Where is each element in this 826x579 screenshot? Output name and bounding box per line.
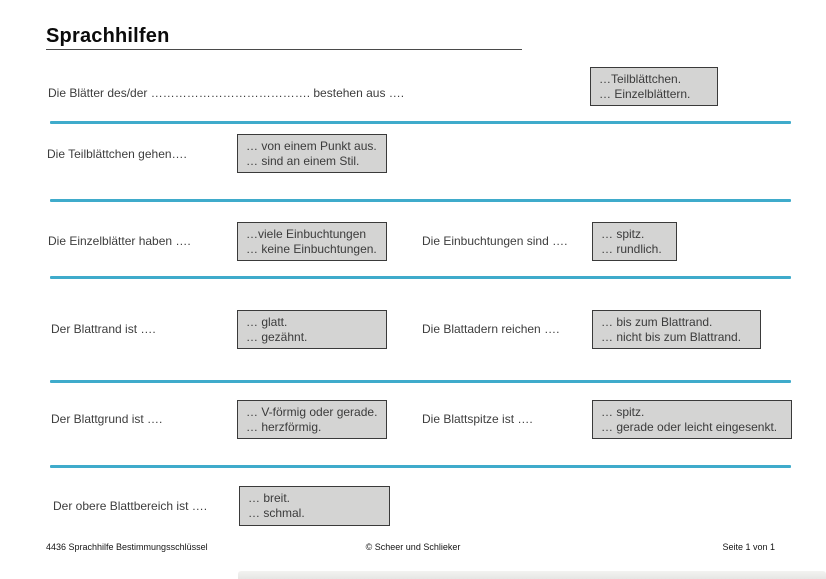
option-line: … von einem Punkt aus. [246,138,377,153]
option-line: … herzförmig. [246,419,322,434]
options-box-oberer-blattbereich: … breit. … schmal. [239,486,390,526]
option-line: … V-förmig oder gerade. [246,404,378,419]
section-divider [50,276,791,279]
options-box-blattadern: … bis zum Blattrand. … nicht bis zum Bla… [592,310,761,349]
section-divider [50,121,791,124]
options-box-blattrand: … glatt. … gezähnt. [237,310,387,349]
option-line: … schmal. [248,506,305,520]
prompt-blattadern: Die Blattadern reichen …. [422,322,560,336]
option-line: … rundlich. [601,241,662,256]
footer-document-id: 4436 Sprachhilfe Bestimmungsschlüssel [46,542,208,552]
page-edge-shadow [238,571,826,579]
option-line: …Teilblättchen. [599,71,682,86]
option-line: … sind an einem Stil. [246,153,360,168]
prompt-blaetter: Die Blätter des/der …………………………………. beste… [48,86,405,100]
title-underline [46,49,522,50]
prompt-oberer-blattbereich: Der obere Blattbereich ist …. [53,499,208,513]
footer-copyright: © Scheer und Schlieker [365,542,461,552]
prompt-teilblaettchen: Die Teilblättchen gehen…. [47,147,187,161]
option-line: … glatt. [246,314,288,329]
prompt-blattgrund: Der Blattgrund ist …. [51,412,163,426]
section-divider [50,465,791,468]
options-box-blaetter: …Teilblättchen. … Einzelblättern. [590,67,718,106]
option-line: … gezähnt. [246,329,308,344]
section-divider [50,380,791,383]
section-divider [50,199,791,202]
option-line: … bis zum Blattrand. [601,314,713,329]
prompt-einzelblaetter: Die Einzelblätter haben …. [48,234,191,248]
option-line: … Einzelblättern. [599,86,691,101]
footer-page-number: Seite 1 von 1 [722,542,775,552]
option-line: …viele Einbuchtungen [246,226,367,241]
option-line: … spitz. [601,226,645,241]
option-line: … keine Einbuchtungen. [246,241,377,256]
prompt-blattspitze: Die Blattspitze ist …. [422,412,533,426]
page-title: Sprachhilfen [46,25,170,47]
option-line: … gerade oder leicht eingesenkt. [601,419,778,434]
option-line: … spitz. [601,404,645,419]
options-box-einbuchtungen: … spitz. … rundlich. [592,222,677,261]
prompt-einbuchtungen: Die Einbuchtungen sind …. [422,234,568,248]
options-box-blattspitze: … spitz. … gerade oder leicht eingesenkt… [592,400,792,439]
options-box-teilblaettchen: … von einem Punkt aus. … sind an einem S… [237,134,387,173]
options-box-blattgrund: … V-förmig oder gerade. … herzförmig. [237,400,387,439]
option-line: … breit. [248,491,291,505]
options-box-einzelblaetter: …viele Einbuchtungen … keine Einbuchtung… [237,222,387,261]
option-line: … nicht bis zum Blattrand. [601,329,742,344]
prompt-blattrand: Der Blattrand ist …. [51,322,156,336]
